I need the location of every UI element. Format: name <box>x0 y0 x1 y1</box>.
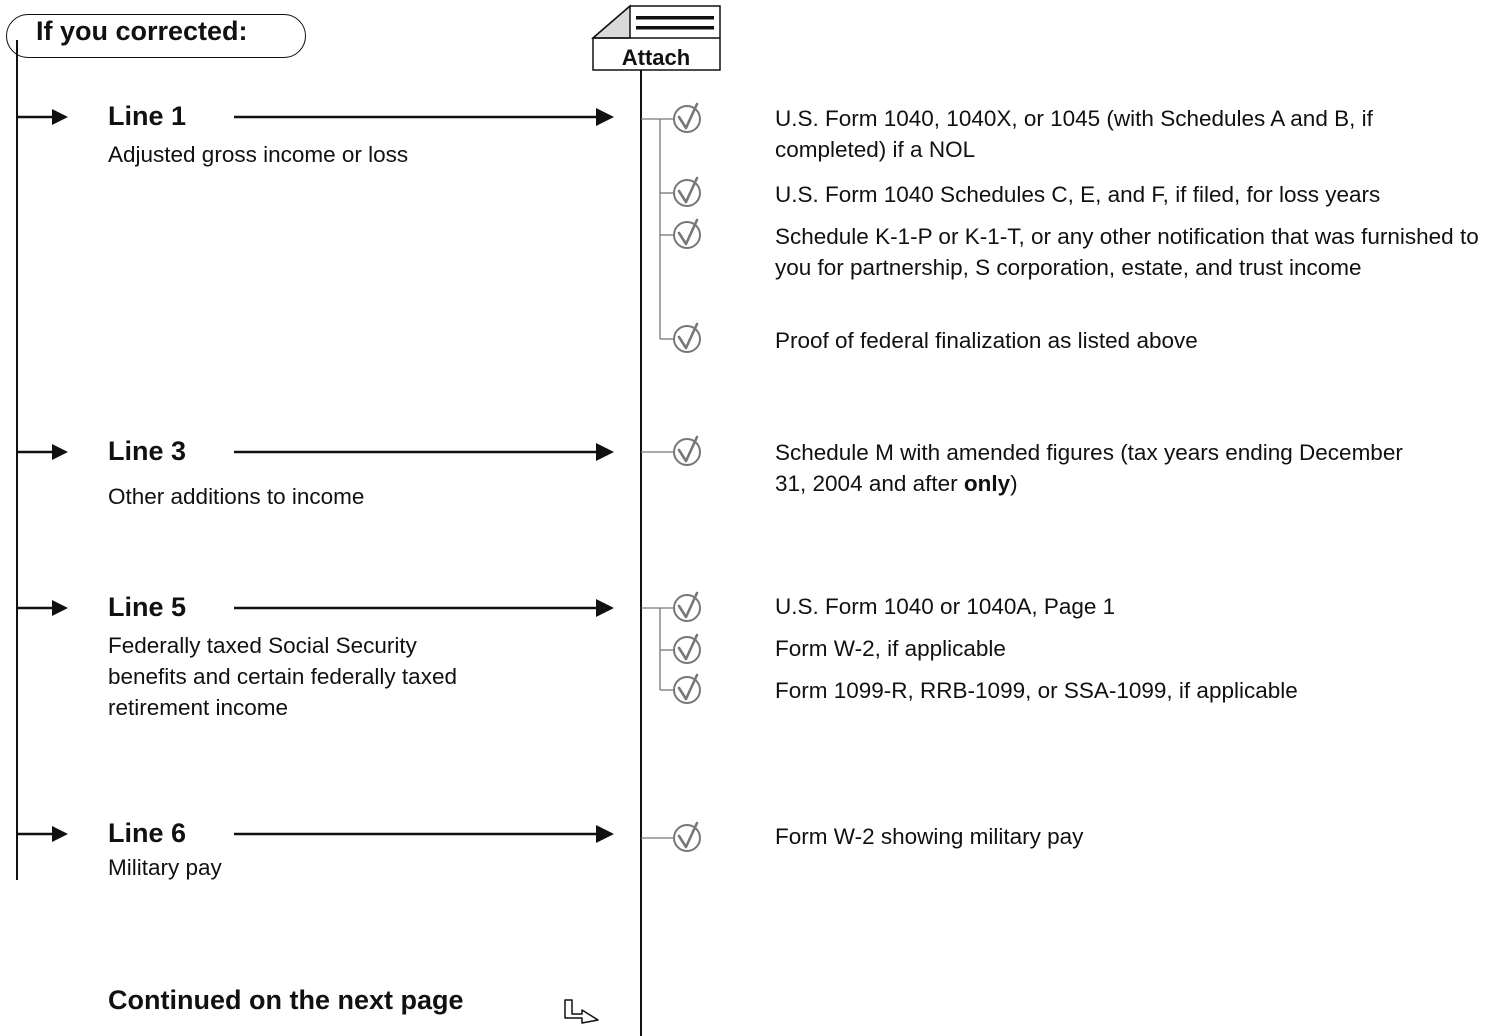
left-arrow-head-icon <box>52 444 68 460</box>
checkmark-icon <box>677 591 699 619</box>
attachment-item: Proof of federal finalization as listed … <box>775 328 1198 353</box>
attachment-item: Schedule M with amended figures (tax yea… <box>775 440 1403 496</box>
left-arrow-head-icon <box>52 109 68 125</box>
header-pill <box>6 14 306 58</box>
attachment-item: Form 1099-R, RRB-1099, or SSA-1099, if a… <box>775 678 1298 703</box>
attachment-item: U.S. Form 1040, 1040X, or 1045 (with Sch… <box>775 106 1373 162</box>
checkmark-icon <box>677 673 699 701</box>
line-5-title: Line 5 <box>108 592 187 622</box>
right-arrow-head-icon <box>596 443 614 461</box>
attachment-item: U.S. Form 1040 Schedules C, E, and F, if… <box>775 182 1381 207</box>
right-arrow-head-icon <box>596 108 614 126</box>
line-arrows <box>16 108 614 843</box>
left-arrow-head-icon <box>52 600 68 616</box>
checkmark-icon <box>677 322 699 350</box>
checkmark-icon <box>677 176 699 204</box>
checkmark-icon <box>677 102 699 130</box>
line-3-description: Other additions to income <box>108 484 365 509</box>
attachment-item: Form W-2 showing military pay <box>775 824 1084 849</box>
line-1-title: Line 1 <box>108 101 187 131</box>
page-title: If you corrected: <box>36 16 248 46</box>
line-6-description: Military pay <box>108 855 222 880</box>
center-divider-line <box>640 62 642 1036</box>
continued-note: Continued on the next page <box>108 985 464 1015</box>
attach-icon: Attach <box>590 4 721 71</box>
next-page-icon <box>564 999 599 1024</box>
attachment-item: U.S. Form 1040 or 1040A, Page 1 <box>775 594 1116 619</box>
right-arrow-head-icon <box>596 599 614 617</box>
attachment-item: Schedule K-1-P or K-1-T, or any other no… <box>775 224 1479 280</box>
line-3-title: Line 3 <box>108 436 187 466</box>
checkmark-icon <box>677 633 699 661</box>
left-bracket-line <box>16 40 18 880</box>
left-arrow-head-icon <box>52 826 68 842</box>
attachment-item: Form W-2, if applicable <box>775 636 1006 661</box>
checkmark-icon <box>677 821 699 849</box>
attachment-checks <box>641 102 701 852</box>
line-6-title: Line 6 <box>108 818 187 848</box>
attach-label: Attach <box>622 45 690 70</box>
checkmark-icon <box>677 218 699 246</box>
line-1-description: Adjusted gross income or loss <box>108 142 409 167</box>
right-arrow-head-icon <box>596 825 614 843</box>
line-5-description: Federally taxed Social Security benefits… <box>108 633 457 720</box>
checkmark-icon <box>677 435 699 463</box>
